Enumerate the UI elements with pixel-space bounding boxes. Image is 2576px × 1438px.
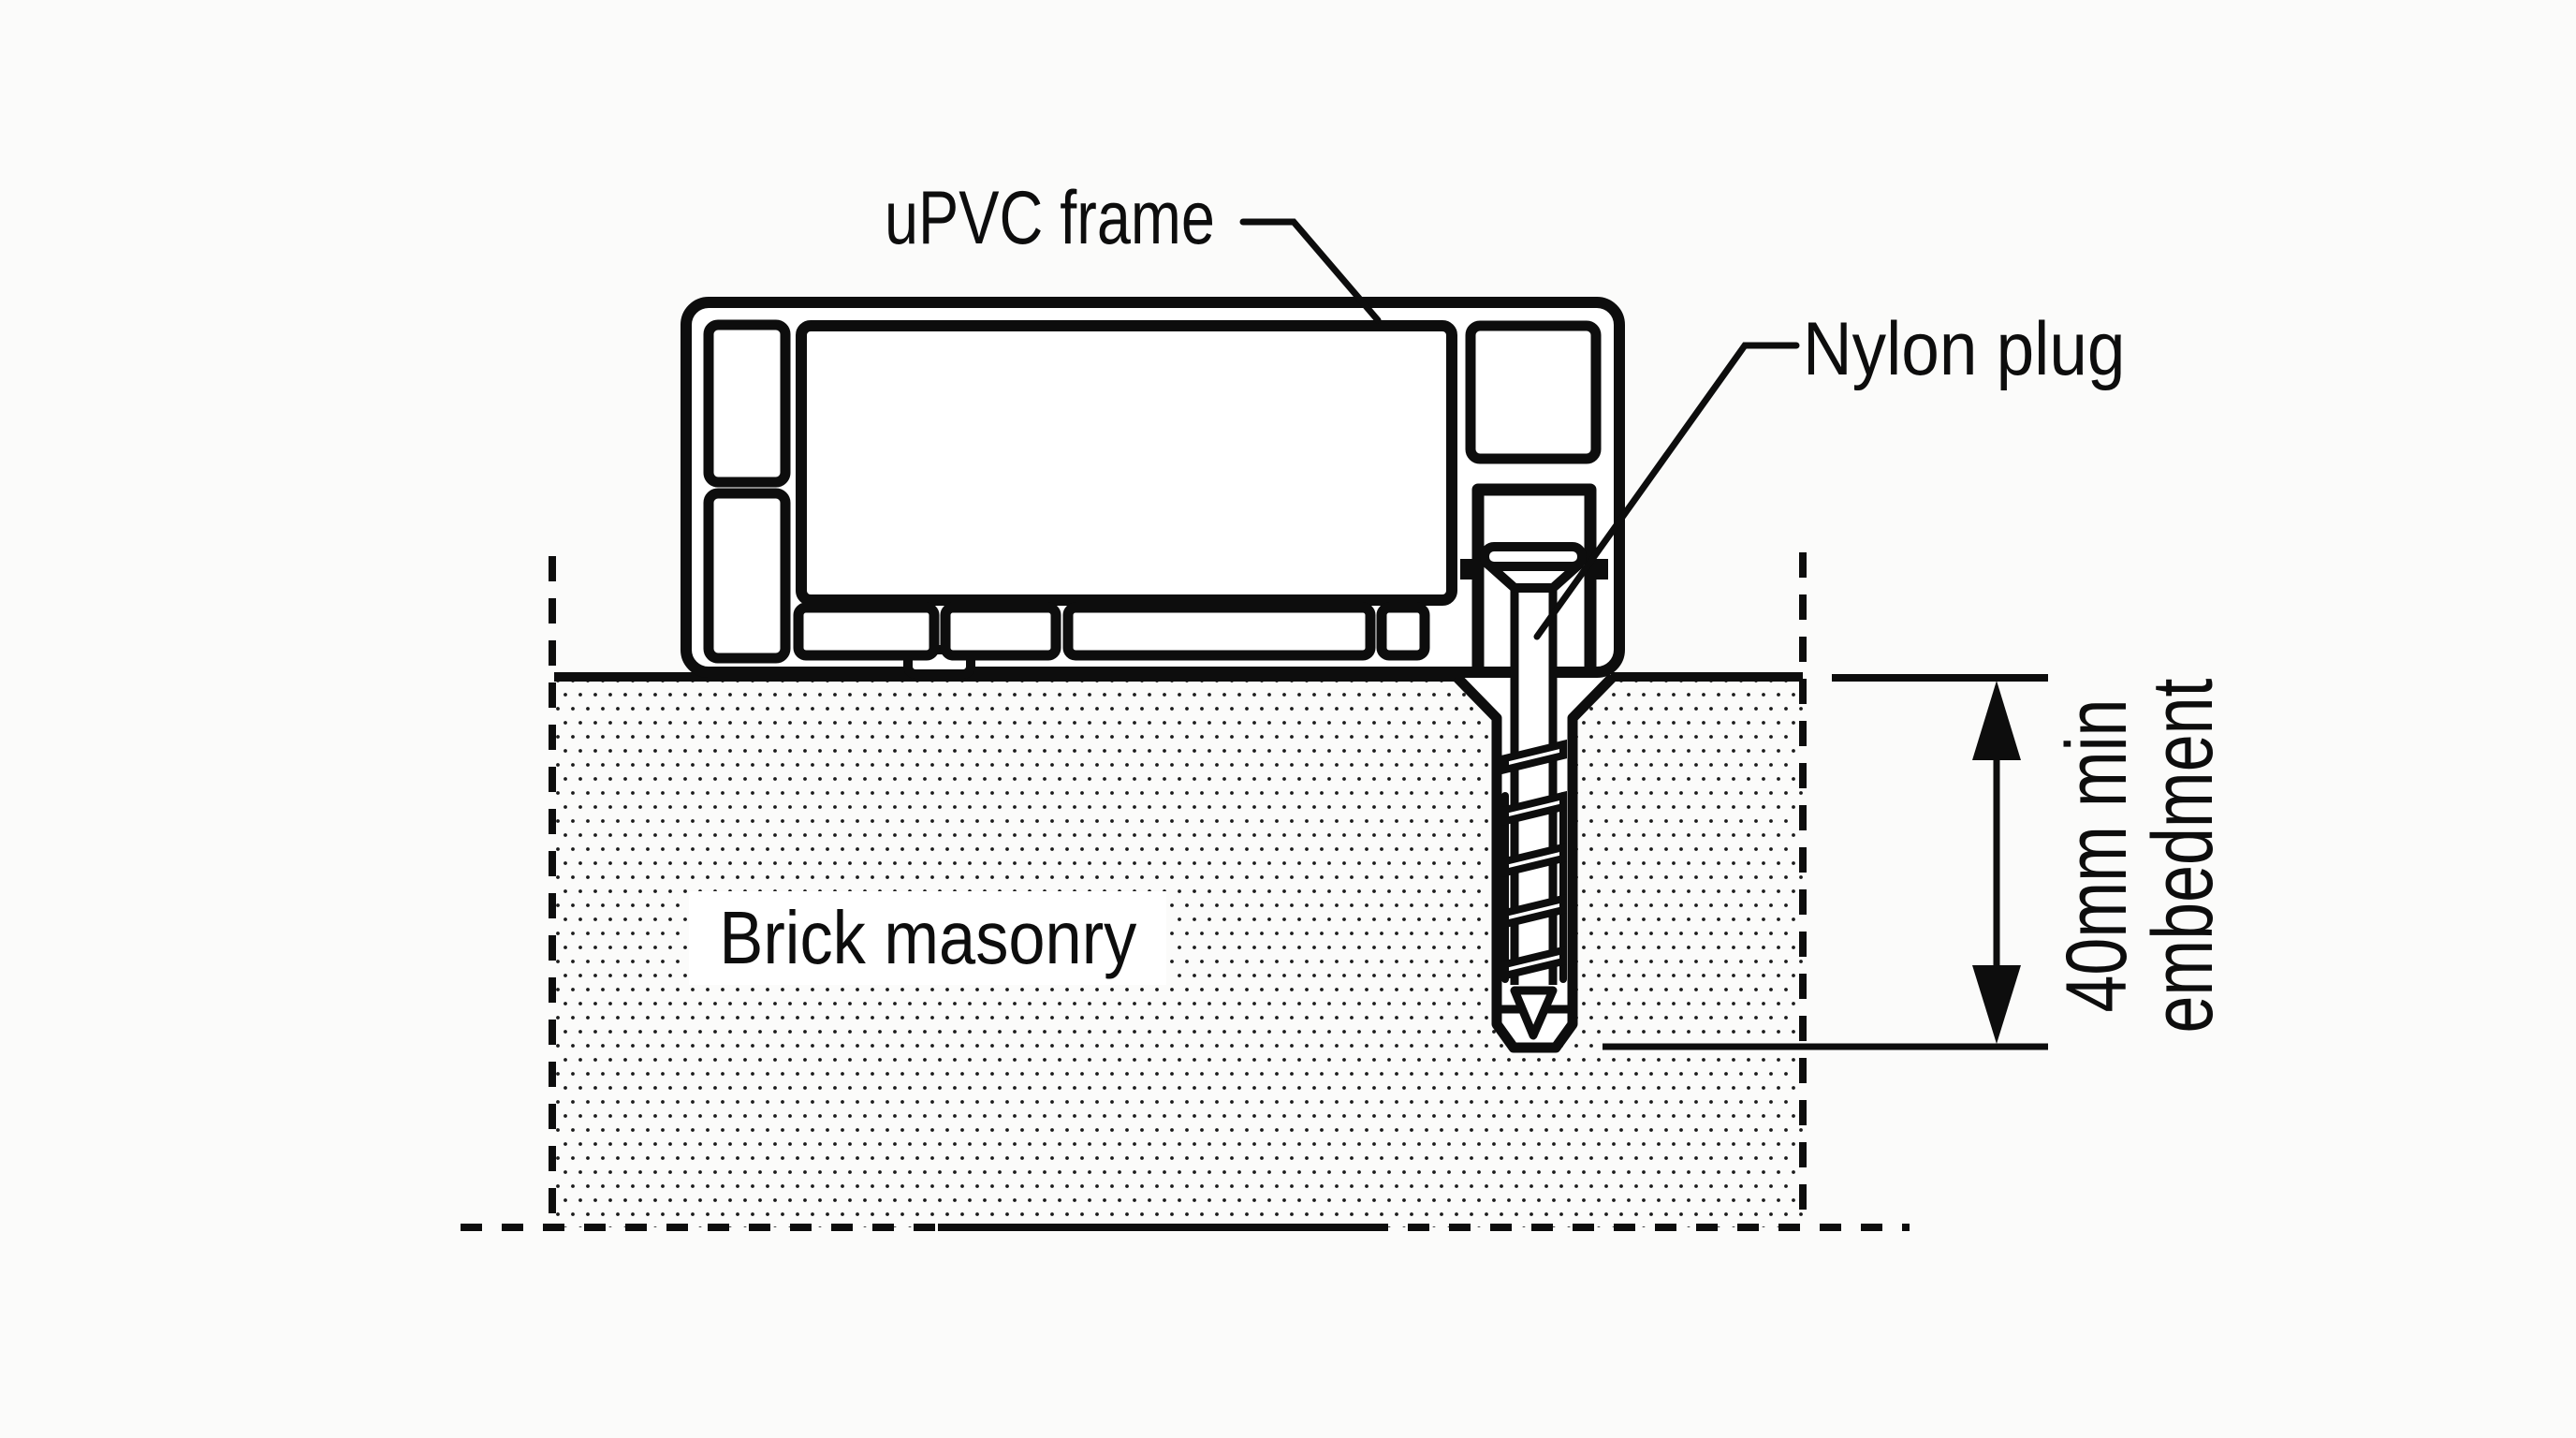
screw	[1480, 542, 1587, 1040]
embedment-dimension-line1: 40mm min	[2049, 698, 2144, 1013]
upvc-frame-profile	[681, 297, 1625, 679]
dimension-embedment	[1603, 674, 2048, 1050]
arrow-down-icon	[1972, 965, 2021, 1044]
brick-masonry-label-box: Brick masonry	[689, 891, 1166, 985]
boundary-dashed-lines	[461, 552, 1910, 1231]
nylon-plug-leader-line	[1533, 342, 1800, 640]
upvc-frame-label: uPVC frame	[885, 176, 1215, 260]
embedment-dimension-line2: embedment	[2135, 678, 2231, 1034]
nylon-plug-label: Nylon plug	[1803, 307, 2126, 391]
upvc-frame-leader-line	[1239, 218, 1382, 324]
screw-thread	[1501, 842, 1567, 878]
screw-head-cap	[1480, 542, 1587, 571]
screw-shank	[1515, 586, 1553, 989]
leader-lines	[1239, 218, 1800, 640]
brick-masonry-label: Brick masonry	[719, 896, 1136, 979]
screw-thread	[1501, 893, 1567, 930]
screw-thread	[1501, 739, 1567, 775]
arrow-up-icon	[1972, 681, 2021, 760]
screw-thread	[1501, 790, 1567, 827]
screw-tip	[1510, 986, 1558, 1040]
embedment-dimension-label: 40mm min embedment	[2049, 666, 2231, 1046]
screw-thread	[1501, 945, 1567, 981]
